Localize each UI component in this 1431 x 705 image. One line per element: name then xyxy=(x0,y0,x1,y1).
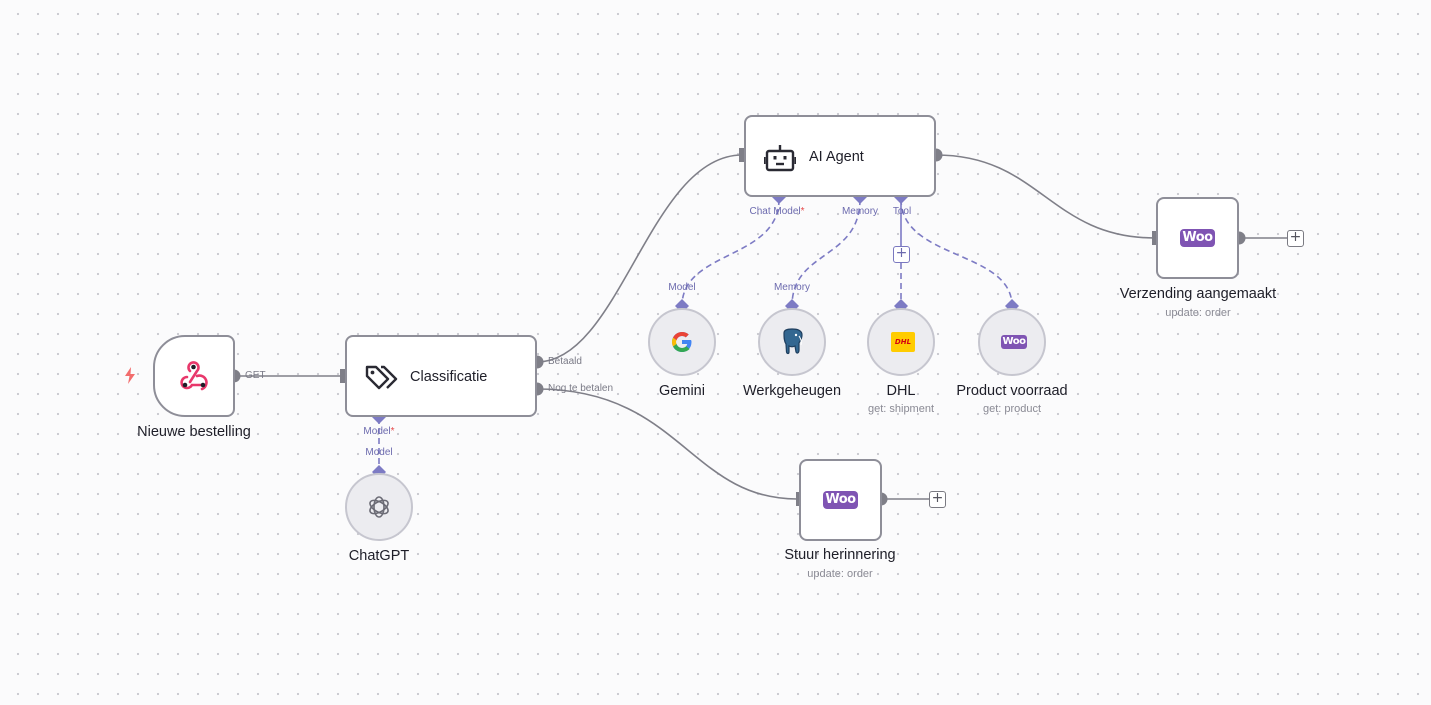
ai-connection-memory-agent[interactable] xyxy=(791,198,861,307)
google-icon xyxy=(672,332,692,352)
verzending-label: Verzending aangemaakt xyxy=(1119,286,1277,302)
product-voorraad-subtitle: get: product xyxy=(982,403,1042,415)
chatgpt-label: ChatGPT xyxy=(348,548,410,564)
webhook-icon xyxy=(180,361,208,391)
ai-connection-gemini-agent[interactable] xyxy=(681,198,780,307)
node-nieuwe-bestelling[interactable] xyxy=(153,335,235,417)
node-stuur-herinnering[interactable]: Woo xyxy=(799,459,882,541)
woocommerce-icon: Woo xyxy=(1180,229,1215,247)
chatgpt-port-label: Model xyxy=(365,447,393,458)
add-node-button-herinnering[interactable]: + xyxy=(929,491,946,508)
classificatie-model-port-label: Model* xyxy=(363,426,394,437)
node-dhl[interactable]: DHL xyxy=(867,308,935,376)
tags-icon xyxy=(365,365,398,390)
herinnering-subtitle: update: order xyxy=(807,568,873,580)
trigger-output-label: GET xyxy=(245,370,266,381)
postgres-elephant-icon xyxy=(783,328,803,355)
herinnering-label: Stuur herinnering xyxy=(784,547,896,563)
trigger-node-label: Nieuwe bestelling xyxy=(137,424,251,440)
lightning-icon xyxy=(125,367,135,384)
gemini-label: Gemini xyxy=(659,383,705,399)
classificatie-title: Classificatie xyxy=(410,369,488,385)
agent-chat-model-port-text: Chat Model xyxy=(749,206,801,217)
node-gemini[interactable] xyxy=(648,308,716,376)
memory-label: Werkgeheugen xyxy=(742,383,842,399)
woocommerce-icon: Woo xyxy=(1001,335,1027,349)
product-voorraad-label: Product voorraad xyxy=(956,383,1068,399)
output-label-betaald: Betaald xyxy=(548,356,582,367)
node-classificatie[interactable]: Classificatie xyxy=(345,335,537,417)
node-chatgpt[interactable] xyxy=(345,473,413,541)
input-handle-agent[interactable] xyxy=(739,148,745,162)
required-marker: * xyxy=(800,206,805,217)
dhl-icon: DHL xyxy=(891,332,915,352)
ai-agent-title: AI Agent xyxy=(809,149,864,165)
output-label-nog-te-betalen: Nog te betalen xyxy=(548,383,614,394)
connection-nog-te-betalen-herinnering[interactable] xyxy=(536,388,798,500)
ai-connection-stock-agent[interactable] xyxy=(900,198,1013,307)
woocommerce-icon: Woo xyxy=(823,491,858,509)
node-ai-agent[interactable]: AI Agent xyxy=(744,115,936,197)
gemini-port-label: Model xyxy=(668,282,696,293)
input-handle-classificatie[interactable] xyxy=(340,369,346,383)
dhl-label: DHL xyxy=(886,383,916,399)
required-marker: * xyxy=(390,426,395,437)
agent-port-label-memory: Memory xyxy=(841,206,879,217)
node-product-voorraad[interactable]: Woo xyxy=(978,308,1046,376)
connection-betaald-agent[interactable] xyxy=(536,154,743,363)
input-handle-verzending[interactable] xyxy=(1152,231,1158,245)
node-verzending-aangemaakt[interactable]: Woo xyxy=(1156,197,1239,279)
agent-port-label-tool: Tool xyxy=(892,206,912,217)
memory-port-label: Memory xyxy=(773,282,811,293)
verzending-subtitle: update: order xyxy=(1165,307,1231,319)
classificatie-model-port-text: Model xyxy=(363,426,391,437)
robot-icon xyxy=(764,145,796,172)
dhl-subtitle: get: shipment xyxy=(867,403,935,415)
connection-agent-verzending[interactable] xyxy=(935,154,1156,239)
node-werkgeheugen[interactable] xyxy=(758,308,826,376)
openai-icon xyxy=(369,496,389,518)
add-tool-button[interactable]: + xyxy=(893,246,910,263)
add-node-button-verzending[interactable]: + xyxy=(1287,230,1304,247)
agent-port-label-chat-model: Chat Model* xyxy=(749,206,804,217)
